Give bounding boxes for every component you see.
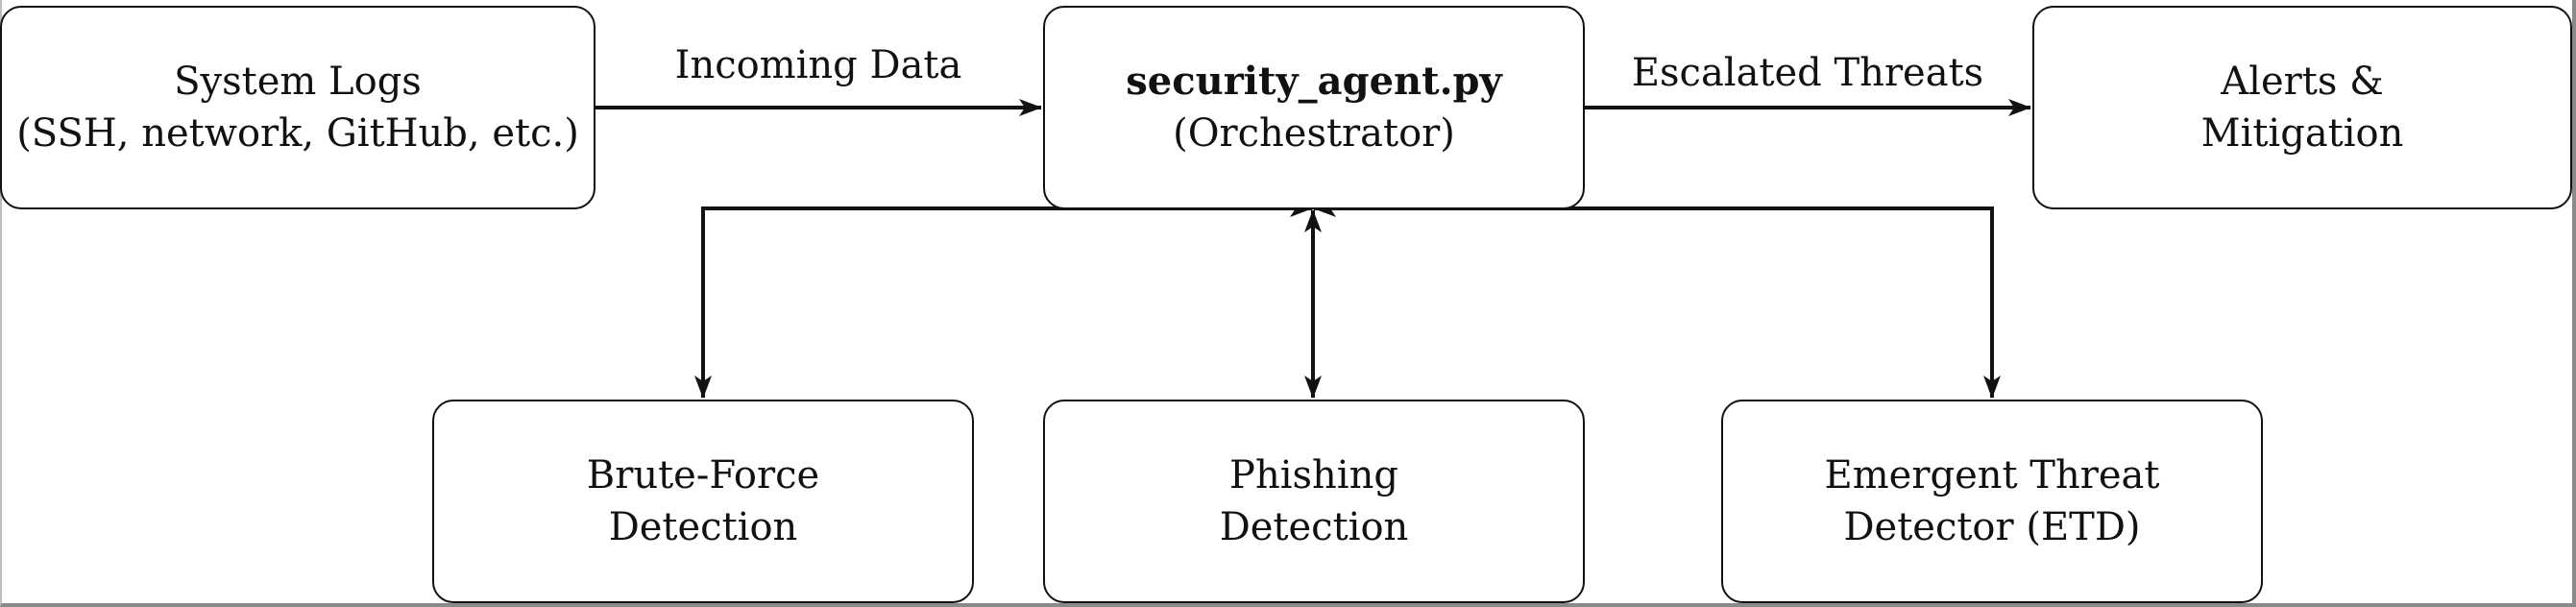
node-system-logs-subtitle: (SSH, network, GitHub, etc.) [16, 111, 579, 156]
node-alerts-subtitle: Mitigation [2200, 111, 2404, 156]
edge-label-escalated-threats: Escalated Threats [1631, 51, 1984, 95]
edge-label-incoming-data: Incoming Data [674, 43, 962, 87]
node-phishing-subtitle: Detection [1219, 505, 1409, 549]
node-orchestrator-title: security_agent.py [1126, 59, 1502, 104]
node-alerts-mitigation: Alerts & Mitigation [2032, 6, 2572, 209]
node-system-logs-title: System Logs [174, 60, 422, 104]
node-brute-force-subtitle: Detection [608, 505, 798, 549]
node-etd-title: Emergent Threat [1824, 453, 2160, 498]
node-phishing: Phishing Detection [1043, 400, 1585, 603]
node-orchestrator-subtitle: (Orchestrator) [1173, 111, 1455, 156]
node-system-logs: System Logs (SSH, network, GitHub, etc.) [0, 6, 595, 209]
node-brute-force: Brute-Force Detection [432, 400, 974, 603]
node-orchestrator: security_agent.py (Orchestrator) [1043, 6, 1585, 209]
edge-etd [1313, 200, 2001, 399]
node-brute-force-title: Brute-Force [586, 453, 820, 498]
edge-brute-force [694, 200, 1313, 399]
node-phishing-title: Phishing [1229, 453, 1398, 498]
node-etd: Emergent Threat Detector (ETD) [1721, 400, 2263, 603]
node-alerts-title: Alerts & [2221, 60, 2384, 104]
node-etd-subtitle: Detector (ETD) [1843, 505, 2141, 549]
